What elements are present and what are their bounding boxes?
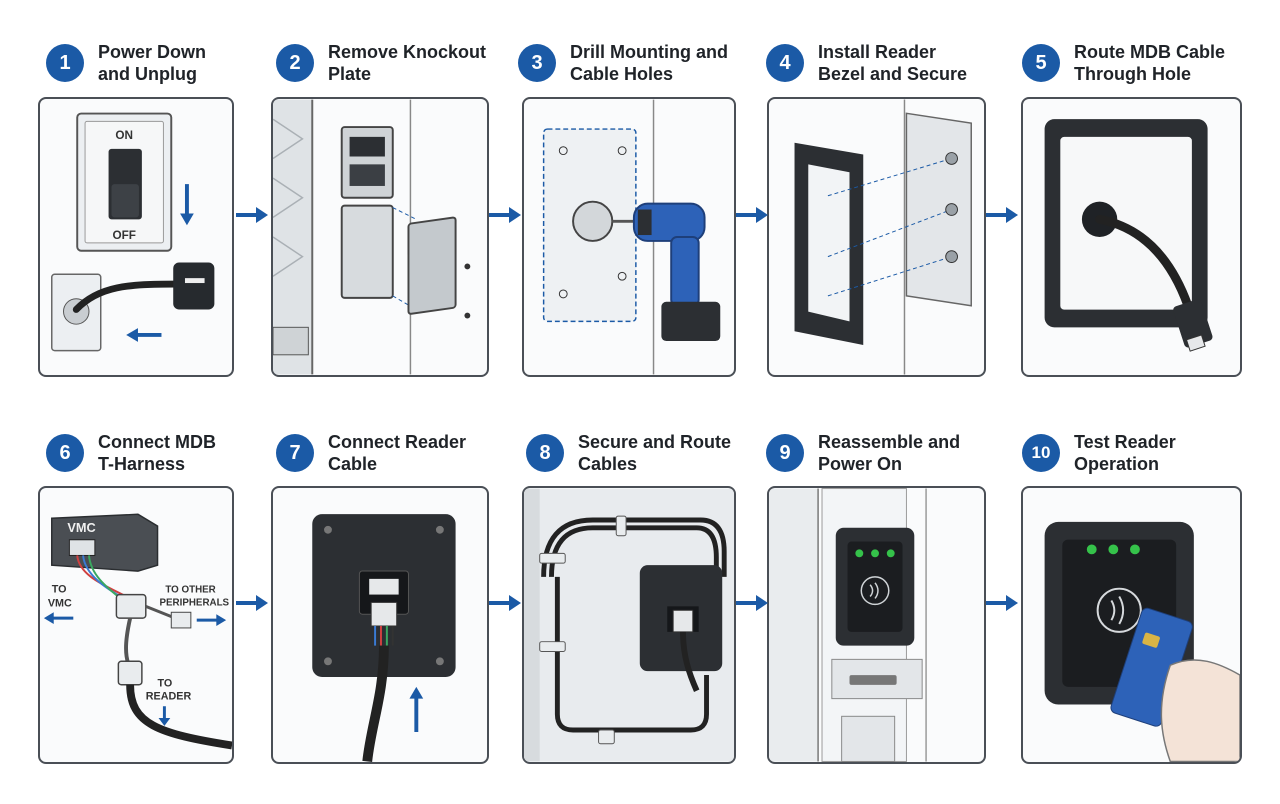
step-title-line: Remove Knockout [328, 42, 487, 62]
step-title: Connect MDB T-Harness [98, 431, 216, 475]
step-title-line: Reassemble and [818, 432, 961, 452]
step-title-line: Test Reader [1074, 432, 1176, 452]
step-3-header: 3 Drill Mounting and Cable Holes [518, 41, 728, 85]
step-9-header: 9 Reassemble and Power On [766, 431, 960, 475]
cable-routing-illustration [524, 488, 734, 762]
step-title-line: Secure and Route [578, 432, 732, 452]
reader-cable-illustration [312, 514, 456, 762]
step-title-line: Power Down [98, 42, 207, 62]
step-title-line: Route MDB Cable [1074, 42, 1226, 62]
step-title-line: Connect MDB [98, 432, 216, 452]
t-harness-illustration: VMC TO VMC TO OTHER PERIPHERALS TO READE… [43, 513, 232, 750]
drill-illustration [542, 99, 721, 375]
vmc-box-label: VMC [67, 520, 95, 535]
step-6-illustration: VMC TO VMC TO OTHER PERIPHERALS TO READE… [38, 486, 234, 764]
switch-off-label: OFF [112, 229, 136, 242]
flow-arrow-icon [986, 595, 1018, 611]
step-title: Drill Mounting and Cable Holes [570, 41, 728, 85]
step-6-header: 6 Connect MDB T-Harness [46, 431, 216, 475]
test-reader-illustration [1044, 521, 1240, 762]
step-number-badge: 4 [766, 44, 804, 82]
step-number-badge: 9 [766, 434, 804, 472]
power-switch-illustration: ON OFF [51, 112, 215, 352]
bezel-illustration [794, 99, 972, 375]
step-7-header: 7 Connect Reader Cable [276, 431, 466, 475]
step-title: Reassemble and Power On [818, 431, 960, 475]
flow-arrow-icon [236, 595, 268, 611]
step-4-illustration [767, 97, 986, 377]
step-title-line: Cable Holes [570, 64, 674, 84]
flow-arrow-icon [986, 207, 1018, 223]
switch-on-label: ON [115, 129, 133, 142]
step-number-badge: 8 [526, 434, 564, 472]
step-3-illustration [522, 97, 736, 377]
to-reader-label-line1: TO [158, 678, 173, 690]
step-title-line: Cables [578, 454, 638, 474]
to-vmc-label-line2: VMC [48, 597, 72, 609]
step-1-illustration: ON OFF [38, 97, 234, 377]
step-title-line: T-Harness [98, 454, 186, 474]
step-2-header: 2 Remove Knockout Plate [276, 41, 486, 85]
flow-arrow-icon [489, 595, 521, 611]
flow-arrow-icon [236, 207, 268, 223]
step-title: Install Reader Bezel and Secure [818, 41, 967, 85]
step-number-badge: 1 [46, 44, 84, 82]
flow-arrow-icon [736, 595, 768, 611]
step-title: Test Reader Operation [1074, 431, 1176, 475]
step-number-badge: 7 [276, 434, 314, 472]
step-title-line: Connect Reader [328, 432, 467, 452]
knockout-plate-illustration [273, 99, 471, 375]
step-7-illustration [271, 486, 489, 764]
to-vmc-label-line1: TO [52, 584, 67, 596]
step-title: Secure and Route Cables [578, 431, 731, 475]
step-title-line: Cable [328, 454, 378, 474]
step-title-line: Plate [328, 64, 372, 84]
step-title-line: Bezel and Secure [818, 64, 968, 84]
step-title: Remove Knockout Plate [328, 41, 486, 85]
step-5-header: 5 Route MDB Cable Through Hole [1022, 41, 1225, 85]
step-number-badge: 10 [1022, 434, 1060, 472]
step-title-line: and Unplug [98, 64, 197, 84]
step-number-badge: 6 [46, 434, 84, 472]
step-4-header: 4 Install Reader Bezel and Secure [766, 41, 967, 85]
step-title: Connect Reader Cable [328, 431, 466, 475]
step-5-illustration [1021, 97, 1242, 377]
step-8-header: 8 Secure and Route Cables [526, 431, 731, 475]
step-number-badge: 5 [1022, 44, 1060, 82]
step-title-line: Install Reader [818, 42, 937, 62]
step-9-illustration [767, 486, 986, 764]
step-title-line: Power On [818, 454, 903, 474]
step-title-line: Through Hole [1074, 64, 1191, 84]
to-other-peripherals-label-line1: TO OTHER [165, 585, 215, 596]
cable-through-hole-illustration [1044, 119, 1213, 352]
step-10-illustration [1021, 486, 1242, 764]
step-number-badge: 2 [276, 44, 314, 82]
step-10-header: 10 Test Reader Operation [1022, 431, 1176, 475]
to-reader-label-line2: READER [146, 690, 192, 702]
step-1-header: 1 Power Down and Unplug [46, 41, 206, 85]
step-title: Power Down and Unplug [98, 41, 206, 85]
step-8-illustration [522, 486, 736, 764]
reassembled-machine-illustration [769, 488, 927, 762]
step-title-line: Drill Mounting and [570, 42, 728, 62]
flow-arrow-icon [489, 207, 521, 223]
step-number-badge: 3 [518, 44, 556, 82]
step-title-line: Operation [1074, 454, 1160, 474]
step-2-illustration [271, 97, 489, 377]
to-other-peripherals-label-line2: PERIPHERALS [160, 597, 230, 608]
flow-arrow-icon [736, 207, 768, 223]
step-title: Route MDB Cable Through Hole [1074, 41, 1225, 85]
